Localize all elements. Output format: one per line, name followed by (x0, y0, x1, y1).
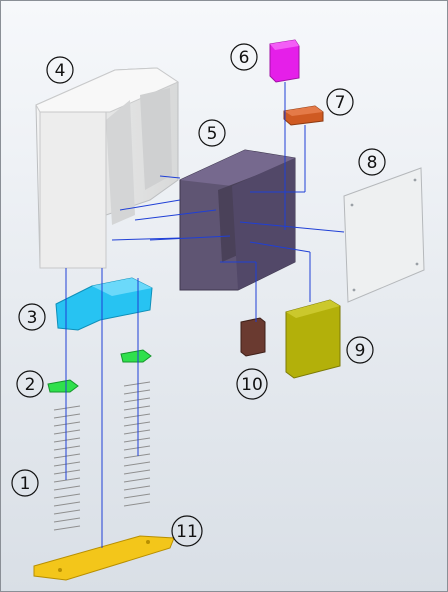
part-number-3: 3 (27, 308, 38, 328)
part-label-5: 5 (198, 119, 226, 147)
part-number-1: 1 (20, 474, 31, 494)
part-4-front-cover (35, 67, 180, 269)
part-label-4: 4 (46, 56, 74, 84)
part-11-base (33, 535, 175, 581)
part-9-block (285, 299, 341, 379)
part-label-9: 9 (346, 336, 374, 364)
part-number-8: 8 (367, 153, 378, 173)
part-10-block (240, 317, 266, 357)
part-number-11: 11 (176, 522, 198, 542)
part-label-1: 1 (11, 469, 39, 497)
part-number-10: 10 (241, 375, 263, 395)
part-label-6: 6 (230, 43, 258, 71)
part-label-11: 11 (171, 515, 203, 547)
part-number-5: 5 (207, 124, 218, 144)
part-label-2: 2 (16, 370, 44, 398)
part-number-6: 6 (239, 48, 250, 68)
part-number-4: 4 (55, 61, 66, 81)
part-number-7: 7 (335, 93, 346, 113)
part-6-block (269, 39, 300, 83)
part-number-9: 9 (355, 341, 366, 361)
part-label-3: 3 (18, 303, 46, 331)
part-1-springs (53, 381, 151, 531)
part-number-2: 2 (25, 375, 36, 395)
part-label-8: 8 (358, 148, 386, 176)
part-5-housing (179, 149, 296, 291)
part-7-block (283, 105, 324, 126)
part-label-7: 7 (326, 88, 354, 116)
part-label-10: 10 (236, 368, 268, 400)
part-3-bracket (55, 277, 153, 331)
part-8-plate (343, 167, 425, 303)
explosion-lines (65, 82, 345, 548)
